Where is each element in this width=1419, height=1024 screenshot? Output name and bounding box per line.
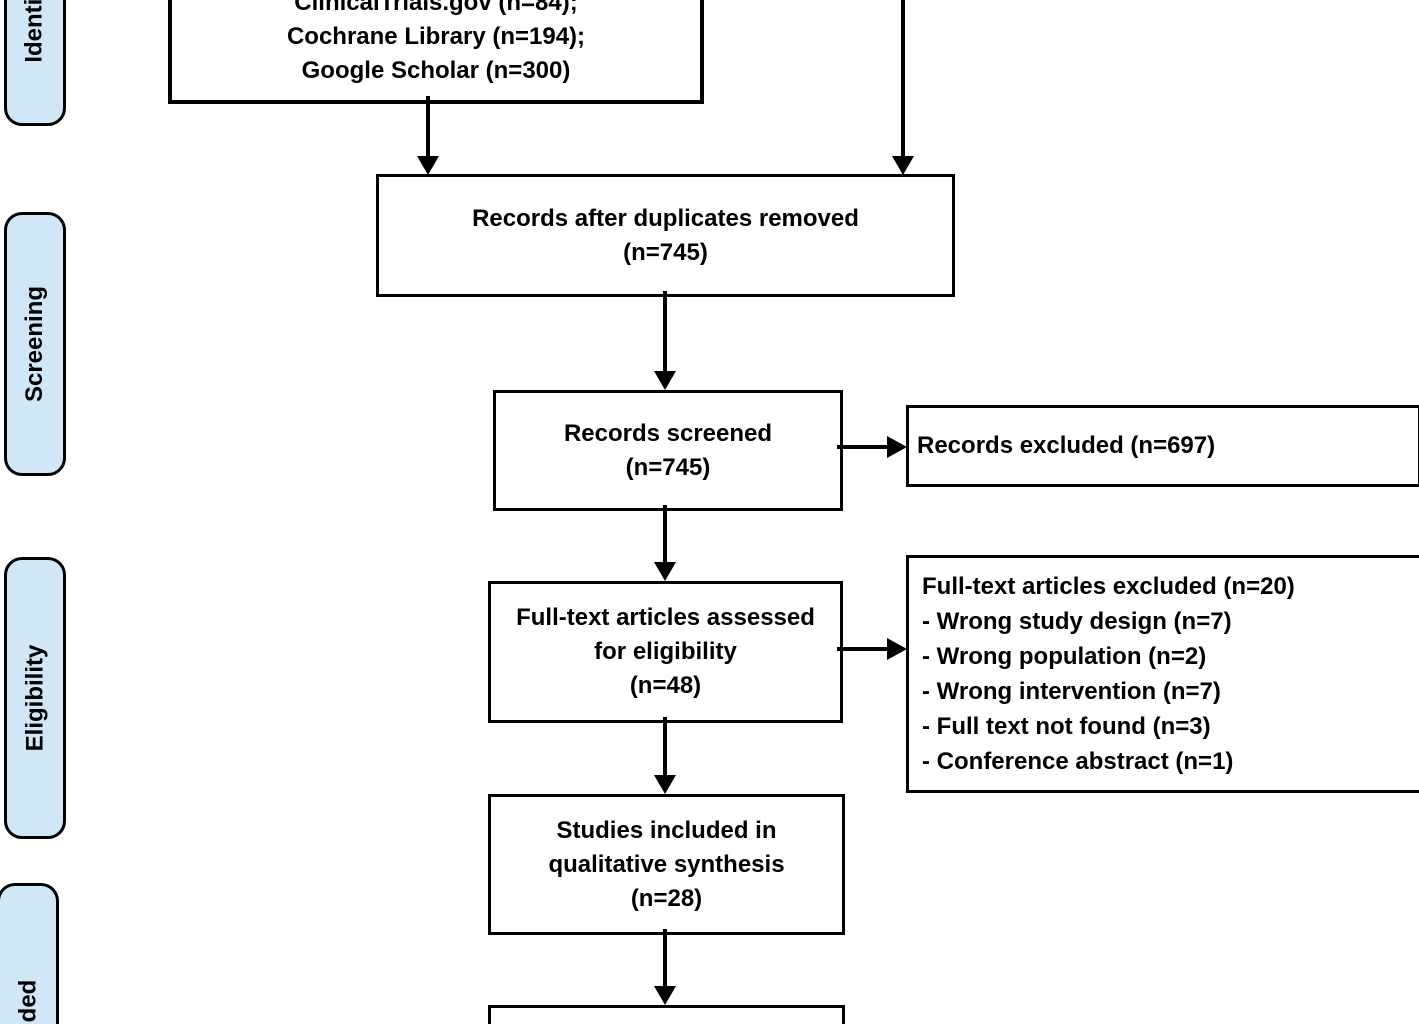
arrow-qualitative-to-bottom-head bbox=[654, 986, 676, 1005]
box-screened-line2: (n=745) bbox=[625, 453, 711, 481]
arrow-screened-to-excluded-stem bbox=[837, 445, 889, 449]
arrow-screened-to-fulltext-stem bbox=[663, 505, 667, 563]
arrow-topright-to-duplicates-head bbox=[892, 156, 914, 175]
box-fulltext-excluded-line3: - Wrong population (n=2) bbox=[922, 643, 1207, 670]
stage-band-included: Included bbox=[0, 883, 59, 1024]
stage-label-included: Included bbox=[14, 979, 42, 1024]
arrow-screened-to-fulltext-head bbox=[654, 562, 676, 581]
arrow-sources-to-duplicates-stem bbox=[426, 96, 430, 158]
box-qualitative-line3: (n=28) bbox=[630, 884, 703, 912]
box-fulltext-excluded-line6: - Conference abstract (n=1) bbox=[922, 748, 1234, 775]
arrow-fulltext-to-excluded-stem bbox=[837, 647, 889, 651]
stage-band-identification: Identification bbox=[4, 0, 66, 126]
arrow-qualitative-to-bottom-stem bbox=[663, 929, 667, 987]
box-fulltext-excluded-line4: - Wrong intervention (n=7) bbox=[922, 678, 1221, 705]
stage-band-screening: Screening bbox=[4, 212, 66, 476]
box-qualitative-line1: Studies included in bbox=[556, 816, 777, 844]
stage-label-identification: Identification bbox=[21, 0, 49, 63]
box-bottom-cutoff bbox=[488, 1005, 845, 1024]
box-sources-line3: Google Scholar (n=300) bbox=[301, 57, 571, 84]
box-screened-line1: Records screened bbox=[563, 419, 773, 447]
box-fulltext-line3: (n=48) bbox=[629, 672, 702, 699]
box-records-screened: Records screened (n=745) bbox=[493, 390, 843, 511]
box-records-excluded: Records excluded (n=697) bbox=[906, 405, 1419, 487]
box-fulltext-line2: for eligibility bbox=[594, 638, 737, 665]
arrow-topright-to-duplicates-stem bbox=[901, 0, 905, 158]
box-duplicates-line1: Records after duplicates removed bbox=[472, 204, 859, 232]
box-qualitative-line2: qualitative synthesis bbox=[548, 850, 785, 878]
box-fulltext-excluded-line5: - Full text not found (n=3) bbox=[922, 713, 1211, 740]
arrow-duplicates-to-screened-head bbox=[654, 371, 676, 390]
box-fulltext-assessed: Full-text articles assessed for eligibil… bbox=[488, 581, 843, 723]
arrow-sources-to-duplicates-head bbox=[417, 156, 439, 175]
box-fulltext-excluded: Full-text articles excluded (n=20) - Wro… bbox=[906, 555, 1419, 793]
box-fulltext-excluded-line2: - Wrong study design (n=7) bbox=[922, 608, 1232, 635]
box-records-after-duplicates: Records after duplicates removed (n=745) bbox=[376, 174, 955, 297]
box-qualitative-synthesis: Studies included in qualitative synthesi… bbox=[488, 794, 845, 935]
arrow-fulltext-to-qualitative-stem bbox=[663, 717, 667, 776]
box-fulltext-excluded-line1: Full-text articles excluded (n=20) bbox=[922, 573, 1295, 600]
box-duplicates-line2: (n=745) bbox=[623, 238, 708, 266]
stage-label-eligibility: Eligibility bbox=[21, 644, 48, 752]
box-fulltext-line1: Full-text articles assessed bbox=[516, 604, 815, 631]
box-records-excluded-line1: Records excluded (n=697) bbox=[917, 432, 1216, 459]
stage-label-screening: Screening bbox=[21, 285, 49, 403]
box-sources-line1: ClinicalTrials.gov (n=84); bbox=[294, 0, 578, 16]
arrow-fulltext-to-qualitative-head bbox=[654, 775, 676, 794]
arrow-fulltext-to-excluded-head bbox=[887, 638, 907, 660]
box-database-sources: ClinicalTrials.gov (n=84); Cochrane Libr… bbox=[168, 0, 704, 104]
box-sources-line2: Cochrane Library (n=194); bbox=[286, 23, 586, 50]
arrow-duplicates-to-screened-stem bbox=[663, 291, 667, 372]
stage-band-eligibility: Eligibility bbox=[4, 557, 66, 839]
arrow-screened-to-excluded-head bbox=[887, 436, 907, 458]
